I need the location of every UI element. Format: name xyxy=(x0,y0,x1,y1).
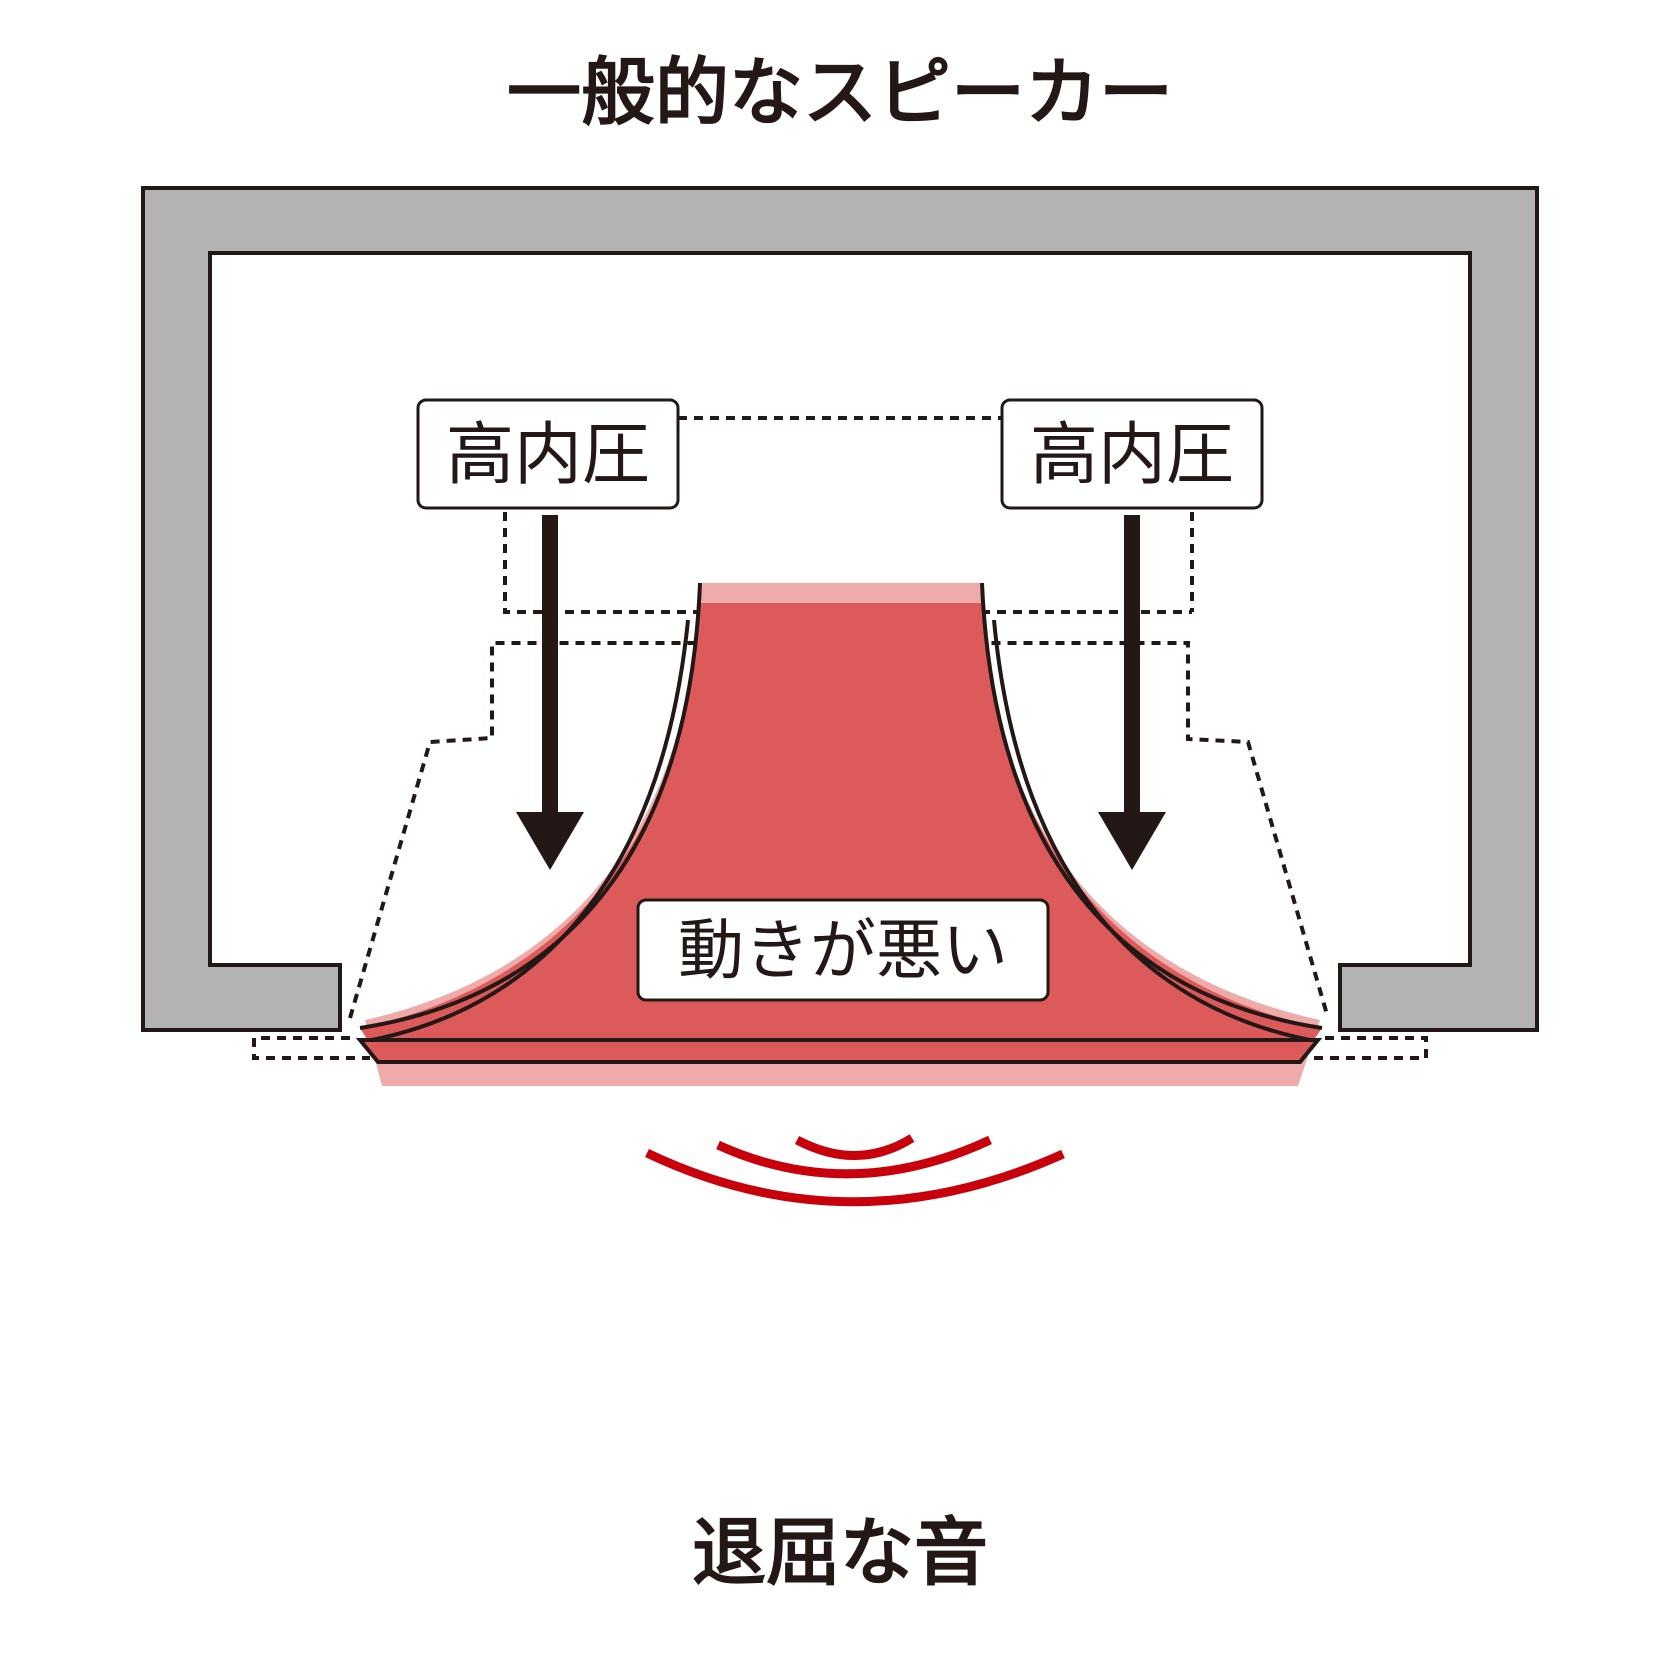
cone-right-edge xyxy=(980,582,1323,1030)
cone-base-plate xyxy=(355,1038,1323,1064)
pressure-right-text: 高内圧 xyxy=(1030,416,1234,495)
cone-right-edge-inner xyxy=(992,619,1311,1042)
sound-waves xyxy=(645,1134,1065,1207)
dashed-left-surround xyxy=(252,1036,370,1060)
diagram-title: 一般的なスピーカー xyxy=(507,50,1173,136)
dashed-right-surround xyxy=(1310,1036,1428,1060)
speaker-enclosure xyxy=(141,186,1539,1032)
cone-body xyxy=(360,603,1322,1060)
arrow-down-icon xyxy=(516,515,584,870)
arrow-down-icon xyxy=(1098,515,1166,870)
label-cone-status: 動きが悪い xyxy=(636,898,1050,1002)
enclosure-wall xyxy=(141,186,1539,1032)
sound-wave-middle xyxy=(716,1135,992,1179)
label-pressure-right: 高内圧 xyxy=(1000,398,1264,510)
cone-left-edge xyxy=(359,582,702,1030)
pressure-left-text: 高内圧 xyxy=(446,416,650,495)
caption-text: 退屈な音 xyxy=(692,1510,988,1596)
cone-base-shadow xyxy=(382,1066,1294,1084)
cone-left-edge-inner xyxy=(371,619,690,1042)
speaker-cone xyxy=(355,582,1323,1084)
dashed-left-bracket xyxy=(503,512,1192,614)
pressure-arrows xyxy=(516,515,1166,870)
label-pressure-left: 高内圧 xyxy=(416,398,680,510)
sound-wave-outer xyxy=(645,1148,1065,1207)
sound-wave-inner xyxy=(794,1134,915,1160)
cone-status-text: 動きが悪い xyxy=(678,912,1008,989)
